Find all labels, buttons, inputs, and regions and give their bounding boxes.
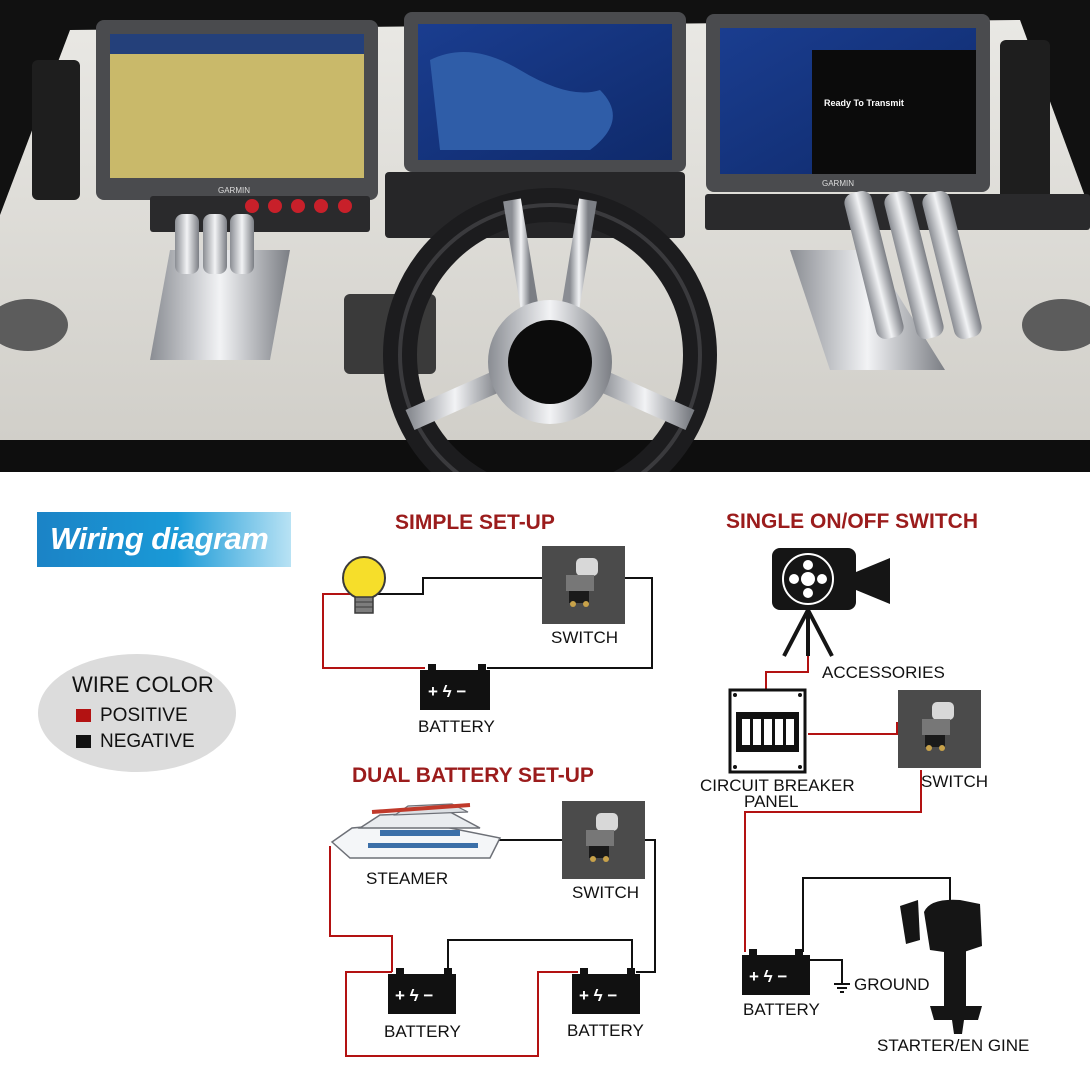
svg-text:+ ϟ −: + ϟ − <box>749 967 787 986</box>
banner-title: Wiring diagram <box>50 521 269 556</box>
label-single-battery: BATTERY <box>743 1000 820 1019</box>
outboard-motor-icon <box>900 899 982 1034</box>
label-starter-engine: STARTER/EN GINE <box>877 1036 1030 1055</box>
battery-icon-single: + ϟ − <box>742 949 810 995</box>
battery-icon-dual-left: + ϟ − <box>388 968 456 1014</box>
negative-swatch <box>76 735 91 748</box>
wiring-diagram: + ϟ − + ϟ − + ϟ − + ϟ − <box>0 472 1090 1090</box>
label-dual-switch: SWITCH <box>572 883 640 902</box>
svg-text:GARMIN: GARMIN <box>218 186 250 195</box>
title-dual-battery: DUAL BATTERY SET-UP <box>352 764 594 787</box>
helm-photo: Ready To Transmit GARMIN GARMIN <box>0 0 1090 472</box>
wire-color-legend: WIRE COLOR POSITIVE NEGATIVE <box>38 654 236 772</box>
label-breaker-line1: CIRCUIT BREAKER <box>700 776 855 795</box>
legend-positive: POSITIVE <box>76 705 188 727</box>
switch-icon-single <box>898 690 981 768</box>
legend-positive-label: POSITIVE <box>100 705 188 726</box>
dual-wires <box>329 839 656 1057</box>
svg-text:GARMIN: GARMIN <box>822 179 854 188</box>
svg-text:+ ϟ −: + ϟ − <box>395 986 433 1005</box>
svg-text:+ ϟ −: + ϟ − <box>428 682 466 701</box>
switch-icon-dual <box>562 801 645 879</box>
title-simple-setup: SIMPLE SET-UP <box>395 511 555 534</box>
legend-negative: NEGATIVE <box>76 731 195 753</box>
circuit-breaker-icon <box>728 688 807 774</box>
svg-text:+ ϟ −: + ϟ − <box>579 986 617 1005</box>
legend-negative-label: NEGATIVE <box>100 731 195 752</box>
steamer-icon <box>330 803 502 859</box>
battery-icon-simple: + ϟ − <box>420 664 490 710</box>
label-dual-battery-left: BATTERY <box>384 1022 461 1041</box>
title-single-switch: SINGLE ON/OFF SWITCH <box>726 510 978 533</box>
label-ground: GROUND <box>854 975 930 994</box>
label-simple-switch: SWITCH <box>551 628 619 647</box>
label-steamer: STEAMER <box>366 869 449 888</box>
wiring-diagram-banner: Wiring diagram <box>37 512 291 567</box>
ground-icon <box>834 983 850 993</box>
camera-icon <box>772 548 890 657</box>
svg-text:Ready To Transmit: Ready To Transmit <box>824 98 904 108</box>
bulb-icon <box>342 556 386 614</box>
label-accessories: ACCESSORIES <box>822 663 945 682</box>
battery-icon-dual-right: + ϟ − <box>572 968 640 1014</box>
label-breaker-line2: PANEL <box>744 792 799 811</box>
switch-icon-simple <box>542 546 625 624</box>
label-dual-battery-right: BATTERY <box>567 1021 644 1040</box>
label-single-switch: SWITCH <box>921 772 989 791</box>
label-simple-battery: BATTERY <box>418 717 495 736</box>
legend-title: WIRE COLOR <box>72 672 214 697</box>
positive-swatch <box>76 709 91 722</box>
single-wires <box>744 648 951 984</box>
